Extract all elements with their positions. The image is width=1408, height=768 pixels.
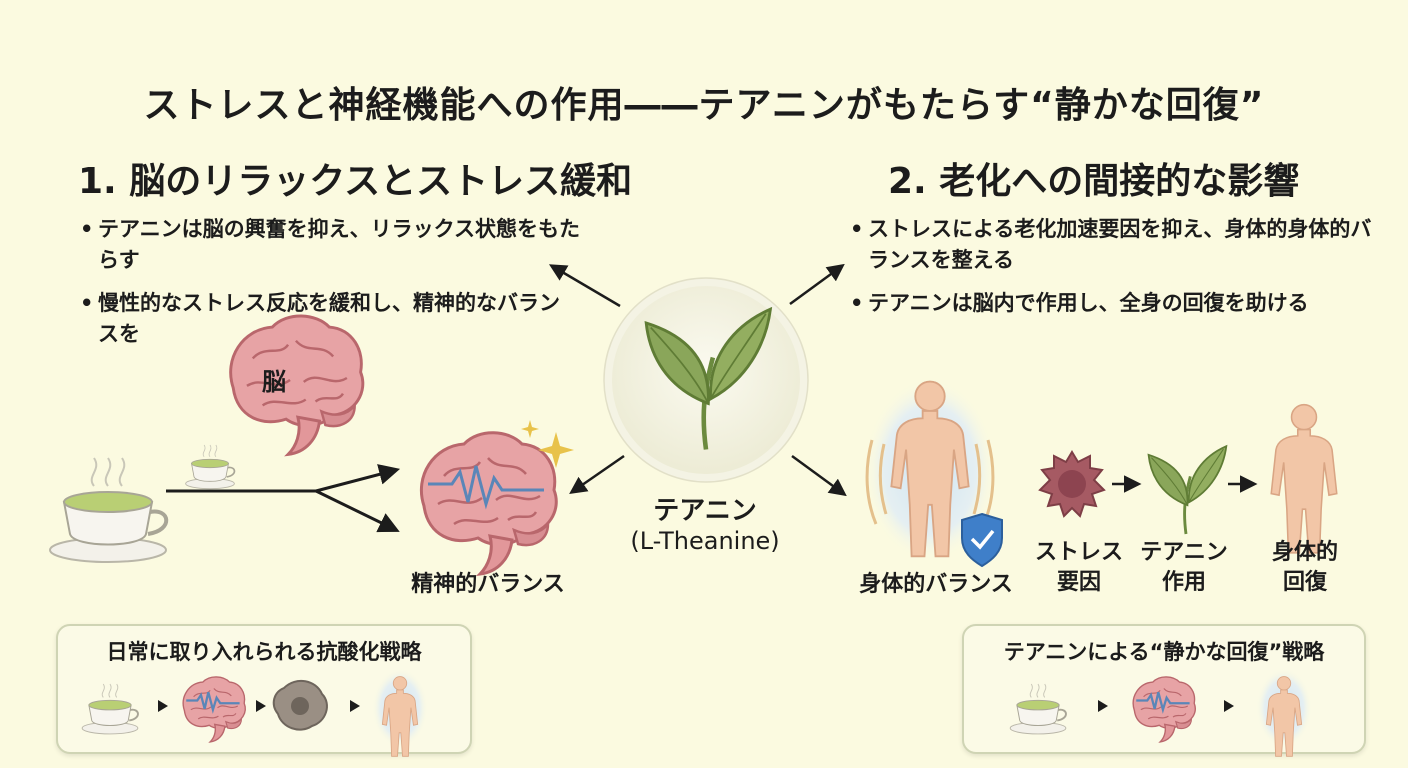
sparkle-icon (521, 420, 574, 468)
flow-stress-label: ストレス 要因 (1024, 538, 1134, 598)
arrow-icon (1098, 700, 1108, 712)
brain-label: 脳 (262, 368, 286, 396)
center-tea-leaf-circle (603, 277, 809, 483)
flow-stress-line1: ストレス (1034, 540, 1123, 565)
list-item: 慢性的なストレス反応を緩和し、精神的なバランスを (80, 288, 580, 350)
arrow-icon (789, 263, 845, 306)
flow-recovery-label: 身体的 回復 (1250, 538, 1360, 598)
arrow-icon (1224, 700, 1234, 712)
section1-bullets: テアニンは脳の興奮を抑え、リラックス状態をもたらす 慢性的なストレス反応を緩和し… (80, 214, 580, 362)
box-left-title: 日常に取り入れられる抗酸化戦略 (106, 640, 422, 664)
theanine-label: テアニン (653, 496, 757, 526)
human-body-icon (1270, 403, 1338, 554)
stress-cell-icon (272, 679, 328, 731)
arrow-icon (569, 454, 625, 494)
arrow-icon (256, 700, 266, 712)
arrow-icon (791, 454, 847, 497)
tea-cup-icon (1009, 683, 1067, 735)
brain-icon (182, 676, 246, 743)
fork-arrow (166, 464, 401, 533)
page-title: ストレスと神経機能への作用――テアニンがもたらす“静かな回復” (143, 85, 1265, 126)
section1-title: 1. 脳のリラックスとストレス緩和 (78, 161, 633, 202)
list-item: テアニンは脳内で作用し、全身の回復を助ける (850, 288, 1390, 319)
shield-check-icon (961, 512, 1003, 568)
tea-cup-icon (48, 456, 169, 564)
brain-icon (419, 431, 558, 576)
flow-theanine-line1: テアニン (1140, 540, 1228, 565)
human-body-icon (372, 668, 428, 757)
body-balance-label: 身体的バランス (859, 572, 1013, 597)
flow-stress-line2: 要因 (1056, 570, 1101, 595)
flow-theanine-label: テアニン 作用 (1134, 538, 1234, 598)
human-body-icon (864, 378, 996, 562)
flow-recovery-line1: 身体的 (1271, 540, 1338, 565)
flow-recovery-line2: 回復 (1282, 570, 1327, 595)
tea-cup-icon (81, 683, 139, 735)
brain-icon (1132, 676, 1196, 743)
box-right-title: テアニンによる“静かな回復”戦略 (1003, 640, 1325, 664)
theanine-sublabel: (L-Theanine) (630, 527, 780, 555)
list-item: ストレスによる老化加速要因を抑え、身体的身体的バランスを整える (850, 214, 1390, 276)
arrow-icon (158, 700, 168, 712)
section2-title: 2. 老化への間接的な影響 (888, 161, 1300, 202)
section2-bullets: ストレスによる老化加速要因を抑え、身体的身体的バランスを整える テアニンは脳内で… (850, 214, 1390, 331)
stress-cell-icon (1038, 450, 1106, 518)
mental-balance-label: 精神的バランス (411, 572, 565, 597)
human-body-icon (1256, 668, 1312, 757)
arrow-icon (350, 700, 360, 712)
flow-theanine-line2: 作用 (1161, 570, 1206, 595)
tea-cup-icon (184, 444, 236, 490)
list-item: テアニンは脳の興奮を抑え、リラックス状態をもたらす (80, 214, 580, 276)
tea-leaf-icon (1147, 444, 1228, 536)
